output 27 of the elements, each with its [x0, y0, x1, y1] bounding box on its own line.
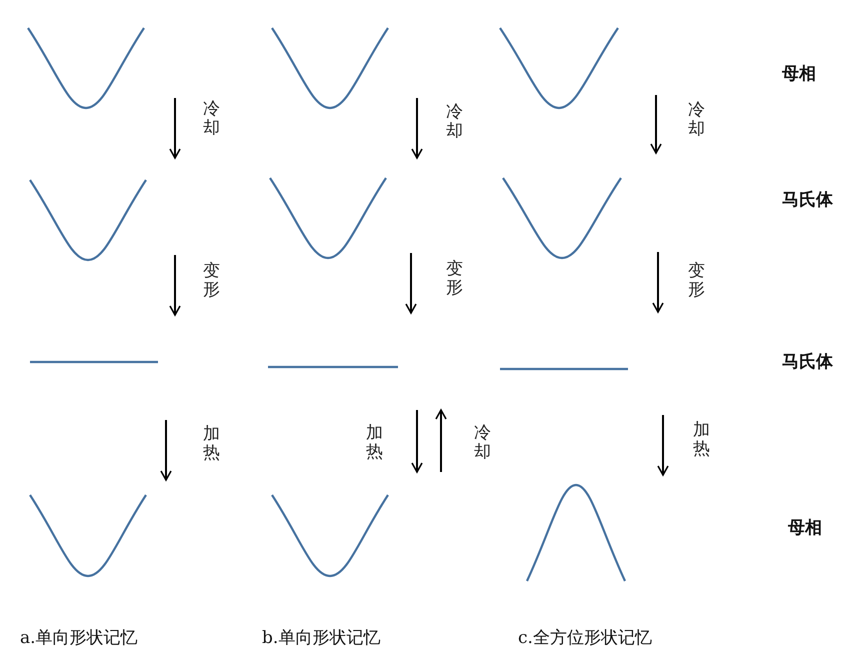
arrow: [160, 420, 172, 481]
arrow: [657, 415, 669, 476]
arrow: [405, 253, 417, 314]
edge-label: 加热: [203, 425, 220, 462]
edge-label: 冷却: [203, 100, 220, 138]
phase-label: 母相: [782, 63, 816, 85]
edge-label: 变形: [446, 260, 463, 298]
arrow: [169, 255, 181, 316]
arrow: [169, 98, 181, 159]
caption: b.单向形状记忆: [262, 627, 380, 649]
edge-label: 冷却: [446, 103, 463, 140]
edge-label: 冷却: [688, 101, 705, 138]
phase-label: 马氏体: [782, 189, 833, 211]
edge-label: 变形: [203, 262, 220, 300]
phase-label: 母相: [788, 517, 822, 539]
arrow: [652, 252, 664, 313]
arrow: [650, 95, 662, 154]
caption: a.单向形状记忆: [20, 627, 138, 649]
arrow: [411, 410, 423, 473]
edge-label: 冷却: [474, 424, 491, 462]
arrow: [411, 98, 423, 159]
arrow: [435, 409, 447, 472]
phase-label: 马氏体: [782, 351, 833, 373]
caption: c.全方位形状记忆: [518, 627, 652, 649]
edge-label: 加热: [693, 421, 710, 458]
edge-label: 变形: [688, 262, 705, 300]
edge-label: 加热: [366, 424, 383, 462]
